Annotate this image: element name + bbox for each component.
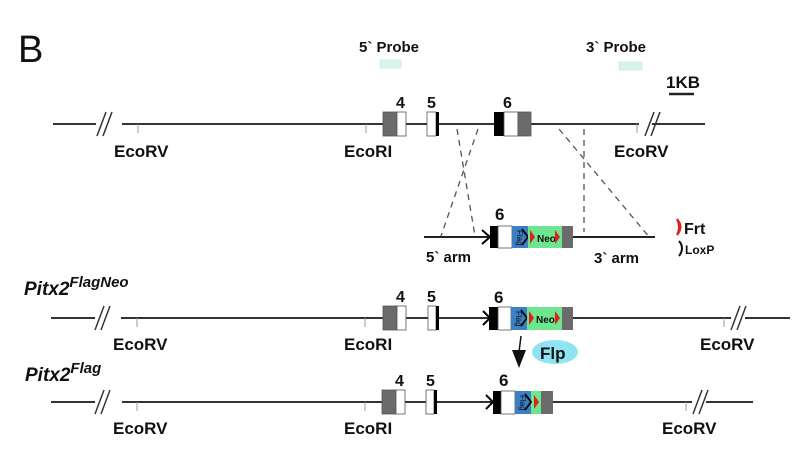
break-mark <box>94 389 105 415</box>
ecorv-label: EcoRV <box>113 335 168 354</box>
loxp-site <box>524 393 533 411</box>
legend: Frt LoxP <box>676 218 714 257</box>
flp-bubble <box>532 340 578 364</box>
exon-5-label: 5 <box>427 289 436 306</box>
svg-text:Flag: Flag <box>518 395 527 411</box>
exon-6-label: 6 <box>495 205 504 224</box>
three-prime-probe <box>618 61 643 71</box>
flagneo-locus: EcoRV EcoRI EcoRV 4 5 6 Flag Neo <box>51 288 790 354</box>
svg-text:Flag: Flag <box>515 230 524 246</box>
ecori-label: EcoRI <box>344 335 392 354</box>
loxp-legend-icon <box>678 240 683 257</box>
exon-6-label: 6 <box>503 95 512 112</box>
exon-6 <box>493 391 501 414</box>
exon-5 <box>426 111 437 137</box>
targeting-vector: 5` arm 3` arm 6 Flag Neo <box>424 205 655 267</box>
ecorv-label: EcoRV <box>662 419 717 438</box>
exon-6-label: 6 <box>499 371 508 390</box>
three-arm-label: 3` arm <box>594 250 639 267</box>
break-mark <box>94 305 105 331</box>
flp-excision: Flp <box>512 335 578 368</box>
arrow-down-icon <box>512 350 526 368</box>
frt-site <box>534 395 539 409</box>
break-mark <box>730 305 741 331</box>
break-mark <box>644 111 655 137</box>
exon-4 <box>382 111 398 137</box>
exon-4-label: 4 <box>396 289 405 306</box>
frt-legend-label: Frt <box>684 221 706 238</box>
exon-5 <box>427 305 437 331</box>
three-prime-probe-label: 3` Probe <box>586 39 646 56</box>
break-mark <box>692 389 703 415</box>
ecori-label: EcoRI <box>344 142 392 161</box>
neo-cassette <box>527 307 562 330</box>
frt-site <box>529 311 534 325</box>
ecorv-label: EcoRV <box>614 142 669 161</box>
exon-6 <box>494 112 504 136</box>
frt-site <box>555 311 560 325</box>
allele-flagneo-name: Pitx2FlagNeo <box>24 274 129 300</box>
allele-flag-name: Pitx2Flag <box>25 360 101 386</box>
exon-5 <box>425 389 435 415</box>
frt-site <box>530 230 535 244</box>
break-mark <box>96 111 107 137</box>
five-prime-probe-label: 5` Probe <box>359 39 419 56</box>
frt-legend-icon <box>676 218 682 236</box>
loxp-legend-label: LoxP <box>685 243 714 257</box>
exon-4-label: 4 <box>395 373 404 390</box>
exon-4 <box>382 305 398 331</box>
five-prime-probe <box>379 59 402 69</box>
exon-6 <box>490 226 498 248</box>
neo-cassette <box>528 226 562 248</box>
exon-6 <box>489 307 498 330</box>
svg-text:Neo: Neo <box>537 234 556 245</box>
five-arm-label: 5` arm <box>426 249 471 266</box>
flp-label: Flp <box>540 344 566 363</box>
ecori-label: EcoRI <box>344 419 392 438</box>
panel-label: B <box>18 29 43 71</box>
recombination-lines <box>440 128 651 239</box>
flag-locus: EcoRV EcoRI EcoRV 4 5 6 Flag <box>51 371 753 438</box>
exon-5-label: 5 <box>427 95 436 112</box>
exon-5-label: 5 <box>426 373 435 390</box>
svg-text:Flag: Flag <box>514 311 523 327</box>
scale-bar-label: 1KB <box>666 73 700 92</box>
frt-site <box>555 230 560 244</box>
ecorv-label: EcoRV <box>113 419 168 438</box>
ecorv-label: EcoRV <box>700 335 755 354</box>
svg-text:Neo: Neo <box>536 315 555 326</box>
exon-4 <box>381 389 397 415</box>
ecorv-label: EcoRV <box>114 142 169 161</box>
exon-6-label: 6 <box>494 288 503 307</box>
exon-4-label: 4 <box>396 95 405 112</box>
wildtype-locus: EcoRV EcoRI EcoRV 4 5 6 <box>53 95 705 161</box>
